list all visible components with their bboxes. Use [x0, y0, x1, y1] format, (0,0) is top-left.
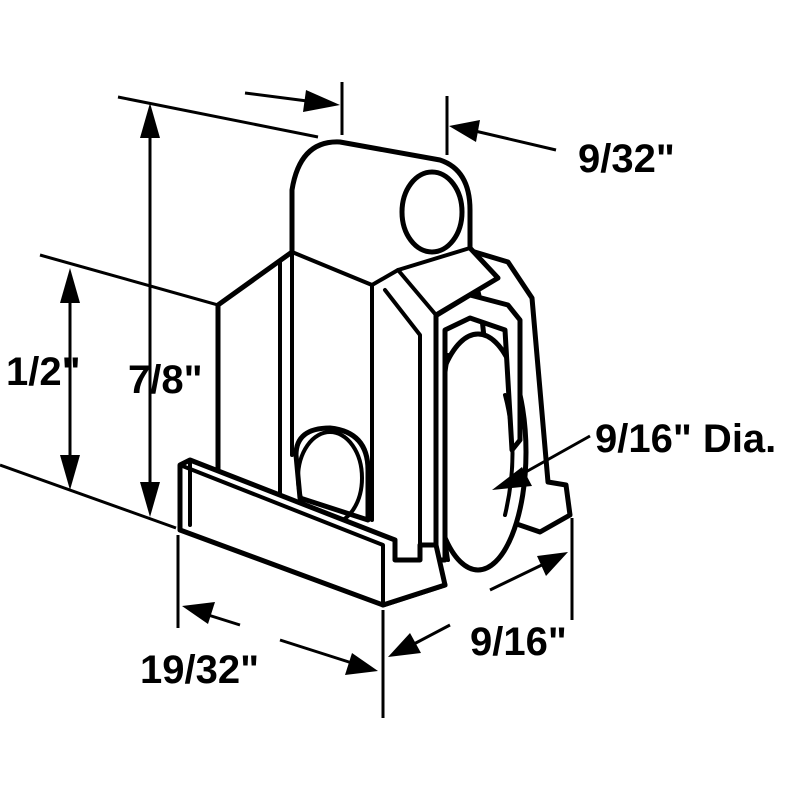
label-base-depth: 9/16": [470, 620, 567, 664]
label-base-height: 1/2": [6, 350, 81, 394]
base-height-arrow: [60, 268, 80, 490]
base-channel: [177, 457, 448, 608]
label-base-length: 19/32": [140, 648, 259, 692]
label-overall-height: 7/8": [128, 358, 203, 402]
main-body: [215, 139, 501, 608]
base-length-arrows: [182, 602, 378, 675]
top-width-arrows: [244, 90, 557, 152]
dimension-labels: 9/32" 7/8" 1/2" 9/16" Dia. 19/32" 9/16": [6, 137, 776, 692]
label-wheel-diameter: 9/16" Dia.: [595, 417, 776, 461]
axle-hole: [399, 169, 465, 255]
base-depth-arrows: [388, 552, 568, 657]
overall-height-arrow: [140, 103, 160, 517]
dimension-lines: [0, 82, 591, 718]
wheel-diameter-leader: [492, 434, 591, 490]
wheel-housing: [429, 292, 523, 563]
roller-assembly: [177, 139, 573, 608]
label-top-width: 9/32": [578, 137, 675, 181]
